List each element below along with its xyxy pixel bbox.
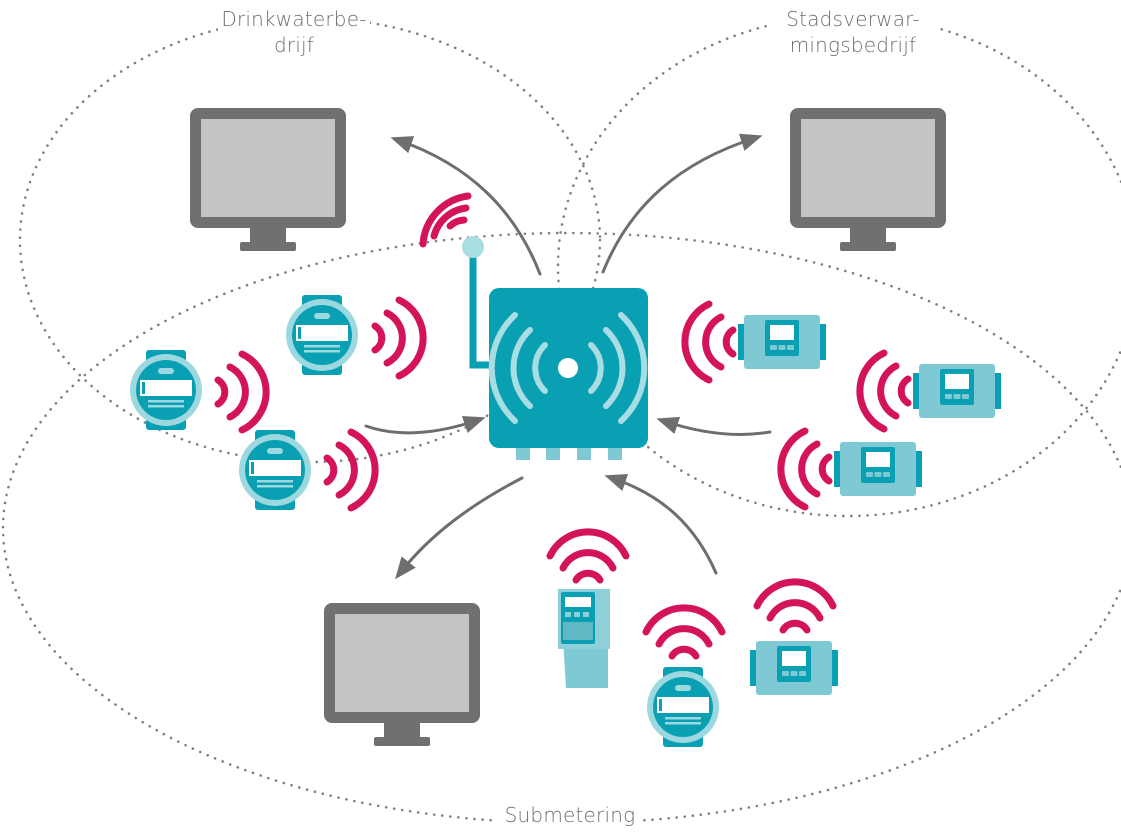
submetering-label: Submetering (504, 803, 636, 827)
water-meter-icon (239, 430, 311, 510)
wireless-signal-icon (546, 528, 630, 584)
arrow-icon (395, 476, 524, 580)
district-heating-zone-label: Stadsverwar- mingsbedrijf (767, 6, 939, 58)
water-meter-icon (130, 350, 202, 430)
drinking-water-zone-label: Drinkwaterbe- drijf (218, 6, 370, 58)
antenna-icon (469, 250, 495, 369)
drinking-water-label-line1: Drinkwaterbe- (221, 7, 367, 31)
heat-meter-icon (750, 641, 838, 695)
arrow-icon (604, 473, 718, 575)
water-meter-icon (647, 667, 719, 747)
wireless-signal-icon (371, 296, 427, 380)
wireless-signal-icon (777, 427, 833, 511)
wireless-signal-icon (419, 192, 472, 248)
energy-meter-icon (558, 589, 610, 688)
submetering-zone-boundary (1, 231, 1121, 825)
heat-meter-icon (738, 315, 826, 369)
monitor-icon (790, 108, 946, 251)
wireless-signal-icon (753, 578, 837, 634)
arrow-icon (390, 136, 542, 276)
arrow-icon (364, 416, 486, 435)
radio-hub-icon (462, 236, 648, 460)
arrow-icon (656, 416, 772, 437)
wireless-signal-icon (856, 349, 912, 433)
heat-meter-icon (834, 442, 922, 496)
district-heating-label-line1: Stadsverwar- (786, 7, 920, 31)
heat-meter-icon (913, 364, 1001, 418)
drinking-water-label-line2: drijf (273, 33, 315, 57)
wireless-signal-icon (214, 350, 270, 434)
monitor-icon (324, 603, 480, 746)
submetering-zone-label: Submetering (497, 800, 643, 830)
water-meter-icon (286, 295, 358, 375)
wireless-signal-icon (681, 300, 737, 384)
data-flow-arrows (364, 133, 772, 580)
wireless-signal-icon (642, 604, 726, 660)
monitor-icon (190, 108, 346, 251)
wireless-signal-icon (323, 428, 379, 512)
district-heating-label-line2: mingsbedrijf (789, 33, 917, 57)
arrow-icon (601, 133, 763, 274)
